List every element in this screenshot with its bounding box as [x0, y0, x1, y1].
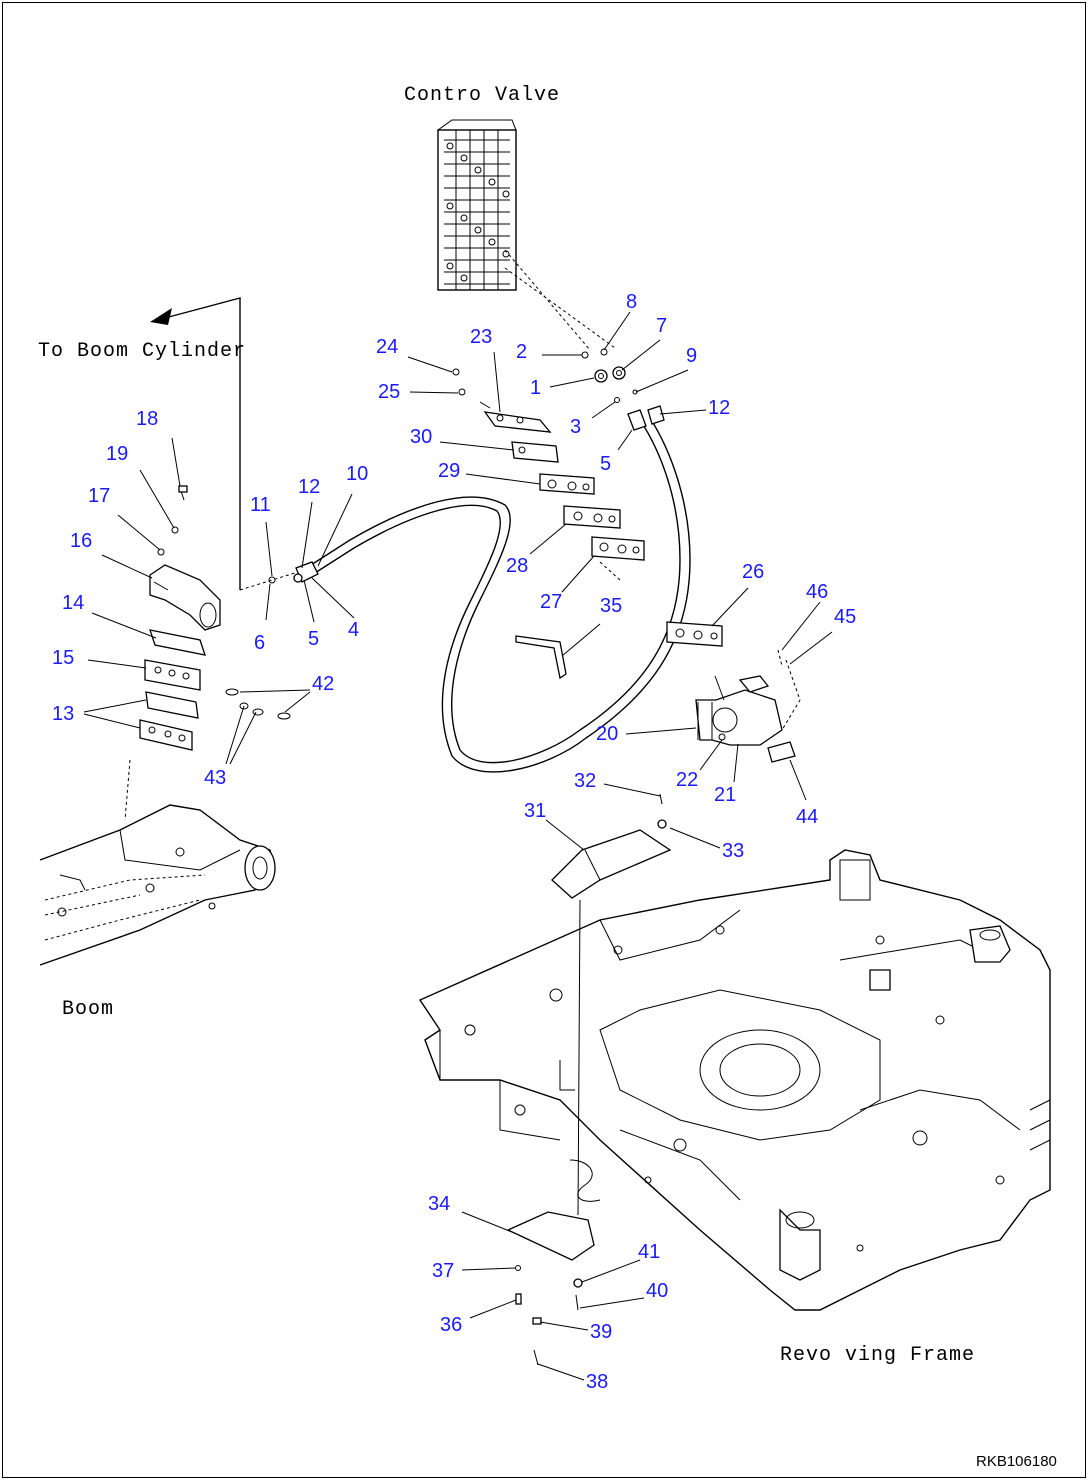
part-label-3: 3 — [570, 416, 581, 438]
part-label-8: 8 — [626, 291, 637, 313]
part-label-12-right: 12 — [708, 397, 730, 419]
part-label-26: 26 — [742, 561, 764, 583]
part-label-7: 7 — [656, 315, 667, 337]
part-label-14: 14 — [62, 592, 84, 614]
caption-to-boom-cylinder: To Boom Cylinder — [38, 340, 246, 363]
caption-control-valve: Contro Valve — [404, 84, 560, 107]
control-valve — [437, 119, 616, 351]
part-label-41: 41 — [638, 1241, 660, 1263]
part-label-9: 9 — [686, 345, 697, 367]
part-label-35: 35 — [600, 595, 622, 617]
part-label-22: 22 — [676, 769, 698, 791]
part-label-15: 15 — [52, 647, 74, 669]
part-label-17: 17 — [88, 485, 110, 507]
part-label-27: 27 — [540, 591, 562, 613]
part-label-43: 43 — [204, 767, 226, 789]
leader-lines — [83, 311, 833, 1381]
caption-boom: Boom — [62, 998, 114, 1021]
part-label-28: 28 — [506, 555, 528, 577]
part-label-38: 38 — [586, 1371, 608, 1393]
part-label-39: 39 — [590, 1321, 612, 1343]
fittings-1-3-7-8-9 — [581, 348, 638, 403]
part-label-33: 33 — [722, 840, 744, 862]
part-label-42: 42 — [312, 673, 334, 695]
boom — [39, 804, 276, 966]
part-label-36: 36 — [440, 1314, 462, 1336]
bracket-35 — [515, 635, 567, 680]
bracket-20 — [695, 649, 801, 763]
part-label-21: 21 — [714, 784, 736, 806]
part-label-40: 40 — [646, 1280, 668, 1302]
part-label-2: 2 — [516, 341, 527, 363]
part-label-44: 44 — [796, 806, 818, 828]
part-label-16: 16 — [70, 530, 92, 552]
part-label-23: 23 — [470, 326, 492, 348]
part-label-10: 10 — [346, 463, 368, 485]
part-label-34: 34 — [428, 1193, 450, 1215]
part-label-5-left: 5 — [308, 628, 319, 650]
revolving-frame — [418, 849, 1051, 1311]
part-label-37: 37 — [432, 1260, 454, 1282]
part-label-30: 30 — [410, 426, 432, 448]
part-label-25: 25 — [378, 381, 400, 403]
part-label-29: 29 — [438, 460, 460, 482]
part-label-20: 20 — [596, 723, 618, 745]
part-label-31: 31 — [524, 800, 546, 822]
part-label-46: 46 — [806, 581, 828, 603]
part-label-12-left: 12 — [298, 476, 320, 498]
part-label-24: 24 — [376, 336, 398, 358]
part-label-32: 32 — [574, 770, 596, 792]
part-label-1: 1 — [530, 377, 541, 399]
boom-cylinder-arrow — [150, 297, 241, 590]
part-label-18: 18 — [136, 408, 158, 430]
part-label-13: 13 — [52, 703, 74, 725]
part-label-4: 4 — [348, 619, 359, 641]
boom-clamp-parts — [124, 485, 299, 821]
cover-plates — [506, 793, 672, 1366]
part-label-11: 11 — [250, 494, 271, 516]
caption-revolving-frame: Revo ving Frame — [780, 1344, 975, 1367]
hose-assembly-10 — [293, 405, 691, 773]
part-label-6: 6 — [254, 632, 265, 654]
part-label-45: 45 — [834, 606, 856, 628]
part-label-5-right: 5 — [600, 453, 611, 475]
part-label-19: 19 — [106, 443, 128, 465]
drawing-code: RKB106180 — [976, 1453, 1057, 1470]
clamp-assembly — [452, 368, 723, 647]
